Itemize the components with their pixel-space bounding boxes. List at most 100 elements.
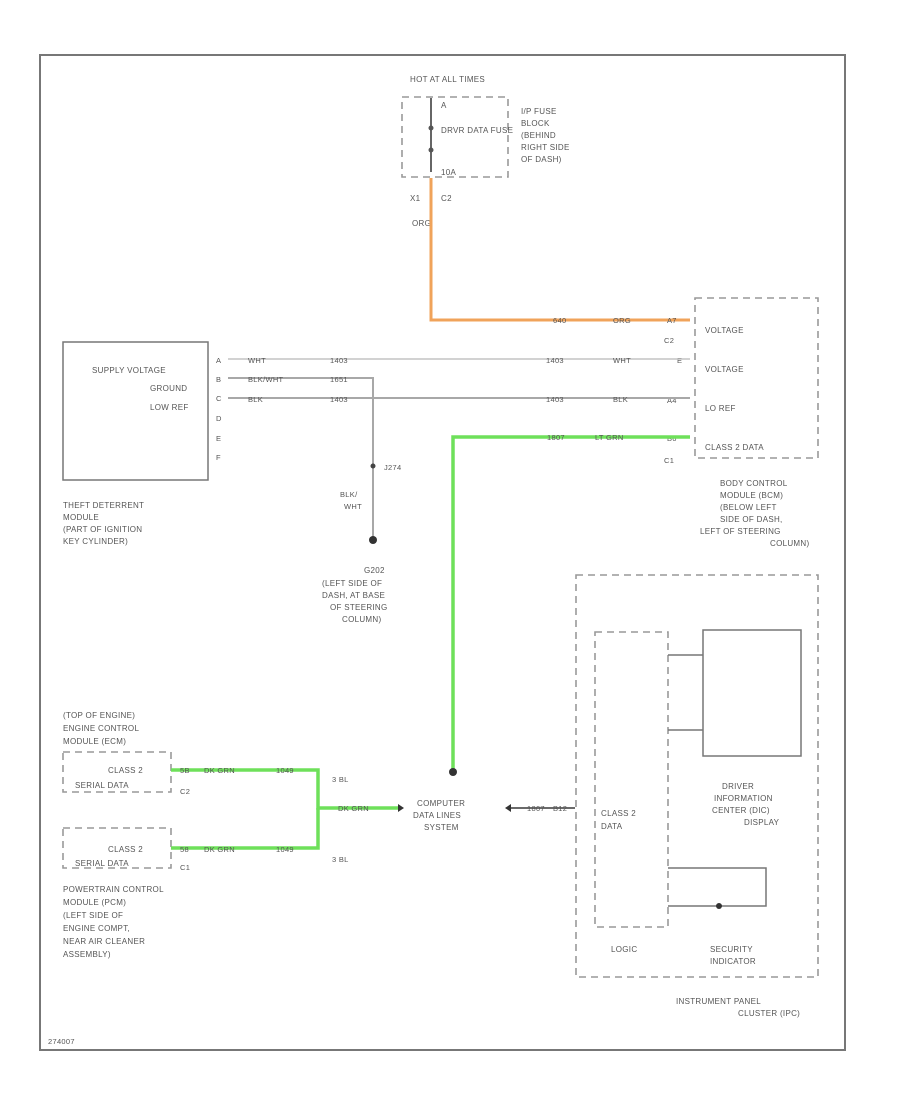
ground-g202: J274 BLK/ WHT G202 (LEFT SIDE OF DASH, A… xyxy=(322,463,401,624)
tdm-label-ground: GROUND xyxy=(150,384,187,393)
tdm-label-supply: SUPPLY VOLTAGE xyxy=(92,366,166,375)
bcm-pin-a4: A4 xyxy=(667,396,677,405)
wire-class2-bcm xyxy=(451,435,690,770)
bcm-wire2-circuit: 1403 xyxy=(546,395,564,404)
bcm-desc-1: BODY CONTROL xyxy=(720,479,788,488)
wire-pcm-data xyxy=(171,808,320,850)
bcm-green-color: LT GRN xyxy=(595,433,624,442)
fuse-contact-top xyxy=(428,125,434,131)
ipc-desc-2: CLUSTER (IPC) xyxy=(738,1009,800,1018)
ecm-wire-color: DK GRN xyxy=(204,766,235,775)
tdm-pin-e: E xyxy=(216,434,221,443)
ground-name: G202 xyxy=(364,566,385,575)
pcm-pin: C1 xyxy=(180,863,190,872)
dic-desc-4: DISPLAY xyxy=(744,818,780,827)
pcm-desc-6: ASSEMBLY) xyxy=(63,950,111,959)
trunk-wire-color: DK GRN xyxy=(338,804,369,813)
security-indicator-loop xyxy=(668,867,767,907)
ground-desc-3: OF STEERING xyxy=(330,603,388,612)
fuse-block: HOT AT ALL TIMES A DRVR DATA FUSE 10A I/… xyxy=(401,75,569,228)
ipc-wire-circuit: 1807 xyxy=(527,804,545,813)
ecm-pin: C2 xyxy=(180,787,190,796)
system-label-1: COMPUTER xyxy=(417,799,465,808)
ground-desc-4: COLUMN) xyxy=(342,615,381,624)
fuse-contact-bottom xyxy=(428,147,434,153)
dic-desc-1: DRIVER xyxy=(722,782,754,791)
pcm-desc-2: MODULE (PCM) xyxy=(63,898,126,907)
wire-ecm-data xyxy=(171,768,398,810)
powertrain-control-module: CLASS 2 SERIAL DATA C1 POWERTRAIN CONTRO… xyxy=(62,827,190,959)
security-desc-1: SECURITY xyxy=(710,945,753,954)
security-desc-2: INDICATOR xyxy=(710,957,756,966)
ground-icon xyxy=(369,536,377,544)
bcm-desc-3: (BELOW LEFT xyxy=(720,503,777,512)
bcm-pin-e: E xyxy=(677,356,682,365)
junction-dot xyxy=(370,463,376,469)
engine-control-module: (TOP OF ENGINE) ENGINE CONTROL MODULE (E… xyxy=(62,711,190,796)
bcm-outline xyxy=(694,297,819,459)
bcm-wire2-color: BLK xyxy=(613,395,628,404)
orange-wire-circuit: 640 xyxy=(553,316,566,325)
ecm-wire-circuit: 1049 xyxy=(276,766,294,775)
tdm-pin-f: F xyxy=(216,453,221,462)
ipc-logic-label: LOGIC xyxy=(611,945,637,954)
tdm-wire3-circuit: 1403 xyxy=(330,395,348,404)
fuse-desc-3: (BEHIND xyxy=(521,131,556,140)
fuse-wire-color: ORG xyxy=(412,219,431,228)
system-label-3: SYSTEM xyxy=(424,823,459,832)
arrow-right-icon xyxy=(398,804,404,812)
bcm-label-voltage-2: VOLTAGE xyxy=(705,365,744,374)
ground-wire-2: WHT xyxy=(344,502,362,511)
ecm-box-1: CLASS 2 xyxy=(108,766,143,775)
security-indicator-icon xyxy=(716,903,722,909)
pcm-box-2: SERIAL DATA xyxy=(75,859,129,868)
bcm-pin-a7: A7 xyxy=(667,316,677,325)
ecm-outline xyxy=(62,751,172,793)
ipc-outline xyxy=(575,574,819,978)
fuse-desc-1: I/P FUSE xyxy=(521,107,557,116)
tdm-desc-3: (PART OF IGNITION xyxy=(63,525,142,534)
dic-display-box xyxy=(702,629,802,757)
fuse-block-outline xyxy=(401,96,509,178)
fuse-terminal-c2: C2 xyxy=(441,194,452,203)
ipc-desc-1: INSTRUMENT PANEL xyxy=(676,997,761,1006)
bcm-pin-c2: C2 xyxy=(664,336,674,345)
tdm-desc-1: THEFT DETERRENT xyxy=(63,501,144,510)
pcm-desc-5: NEAR AIR CLEANER xyxy=(63,937,145,946)
fuse-terminal-x1: X1 xyxy=(410,194,421,203)
system-label-2: DATA LINES xyxy=(413,811,461,820)
pcm-outline xyxy=(62,827,172,869)
ground-wire-1: BLK/ xyxy=(340,490,358,499)
tdm-outline xyxy=(62,341,209,481)
diagram-frame xyxy=(39,54,846,1051)
bcm-desc-2: MODULE (BCM) xyxy=(720,491,783,500)
tdm-pin-c: C xyxy=(216,394,222,403)
bcm-green-circuit: 1807 xyxy=(547,433,565,442)
wire-ground xyxy=(228,377,374,540)
tdm-desc-4: KEY CYLINDER) xyxy=(63,537,128,546)
bcm-label-voltage-1: VOLTAGE xyxy=(705,326,744,335)
ipc-wire-pin: B12 xyxy=(553,804,567,813)
bcm-data-connector xyxy=(449,768,457,776)
tdm-pin-b: B xyxy=(216,375,221,384)
bcm-pin-c1: C1 xyxy=(664,456,674,465)
bcm-desc-5: LEFT OF STEERING xyxy=(700,527,781,536)
ipc-logic-outline xyxy=(594,631,669,928)
orange-wire-color: ORG xyxy=(613,316,631,325)
tdm-wire2-circuit: 1651 xyxy=(330,375,348,384)
tdm-wire1-color: WHT xyxy=(248,356,266,365)
pcm-desc-4: ENGINE COMPT, xyxy=(63,924,130,933)
footer-code: 274007 xyxy=(48,1037,75,1046)
bcm-desc-4: SIDE OF DASH, xyxy=(720,515,783,524)
bcm-label-class2: CLASS 2 DATA xyxy=(705,443,764,452)
dic-desc-2: INFORMATION xyxy=(714,794,773,803)
tdm-wire2-color: BLK/WHT xyxy=(248,375,284,384)
ipc-logic-box-2: DATA xyxy=(601,822,623,831)
bcm-desc-6: COLUMN) xyxy=(770,539,809,548)
fuse-hot-label: HOT AT ALL TIMES xyxy=(410,75,485,84)
fuse-desc-2: BLOCK xyxy=(521,119,550,128)
wire-orange-battery-feed xyxy=(429,178,690,322)
dic-desc-3: CENTER (DIC) xyxy=(712,806,770,815)
tdm-label-lowref: LOW REF xyxy=(150,403,189,412)
